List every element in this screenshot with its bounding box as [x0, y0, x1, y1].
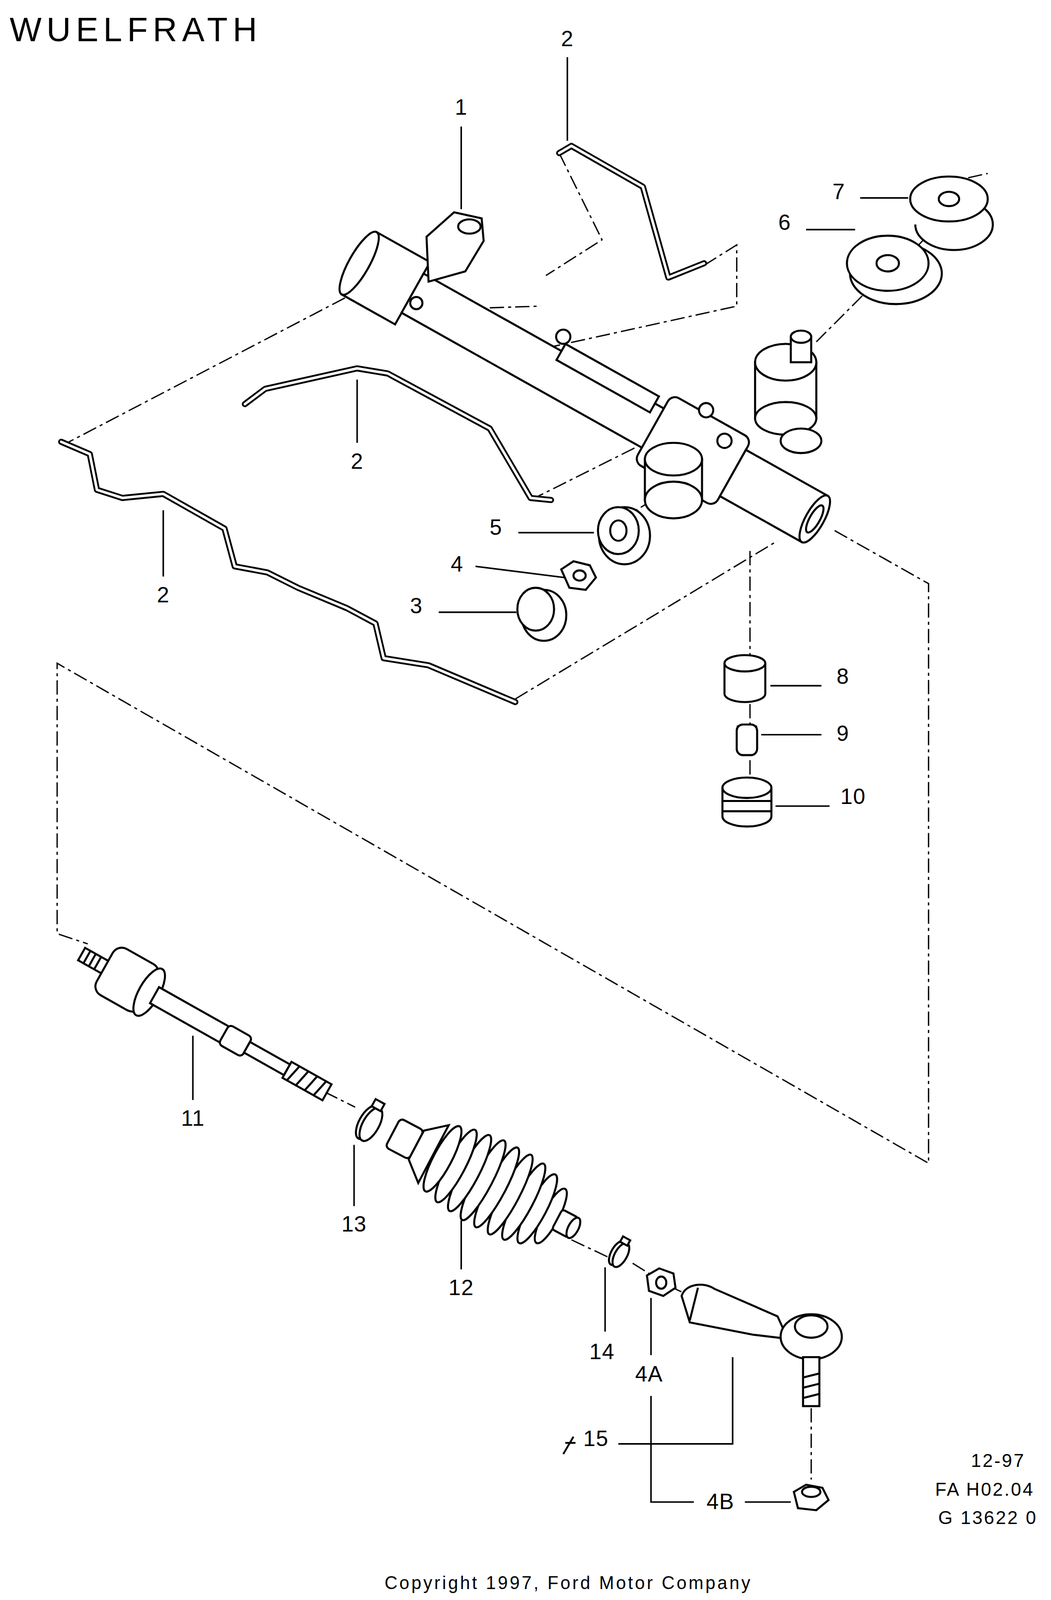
- copyright-caption: Copyright 1997, Ford Motor Company: [382, 1574, 754, 1593]
- callout-number: 6: [776, 211, 793, 234]
- callout-number: 2: [349, 450, 365, 473]
- callout-number: 4B: [704, 1491, 736, 1513]
- callout-number: 12: [447, 1276, 476, 1299]
- callout-number: 11: [179, 1107, 207, 1130]
- callout-number: 3: [408, 595, 424, 617]
- location-title: WUELFRATH: [7, 12, 264, 47]
- drawing-code: G 13622 0: [936, 1508, 1040, 1528]
- callout-number: 9: [834, 722, 851, 745]
- drawing-code: 12-97: [969, 1451, 1028, 1471]
- tie-rod: [68, 931, 842, 1511]
- callout-number: 5: [488, 516, 504, 539]
- leader-lines: [163, 57, 909, 1503]
- callout-number: 2: [559, 27, 575, 50]
- rack-housing: [331, 212, 842, 558]
- callout-number: 14: [588, 1341, 617, 1363]
- brake-pipes: [61, 146, 704, 703]
- callout-number: 15: [581, 1427, 610, 1450]
- callout-number: 4A: [633, 1363, 665, 1386]
- callout-number: 2: [155, 584, 171, 606]
- callout-number: 4: [449, 553, 465, 576]
- callout-number: 7: [830, 180, 847, 203]
- callout-number: 8: [834, 665, 851, 688]
- small-parts: [517, 176, 993, 827]
- assembly-lines: [57, 152, 988, 1480]
- drawing-code: FA H02.04: [933, 1480, 1037, 1500]
- callout-number: 13: [339, 1213, 369, 1236]
- callout-number: 1: [453, 96, 469, 119]
- callout-number: 10: [838, 785, 868, 808]
